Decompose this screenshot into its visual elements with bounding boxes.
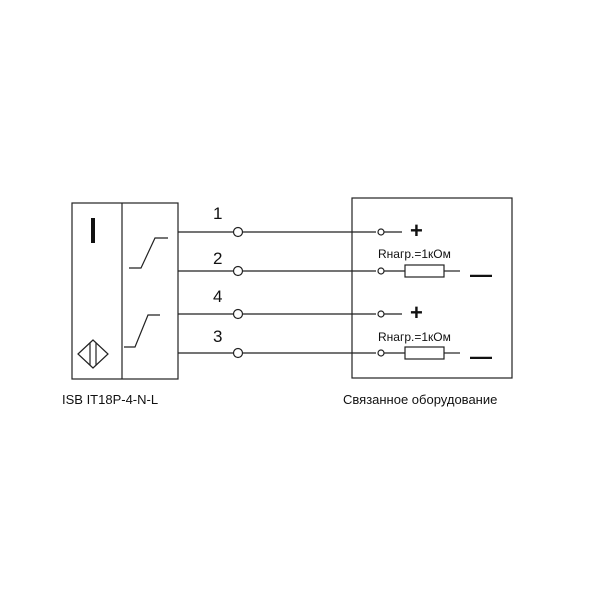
plus-sign-1: + xyxy=(410,218,423,243)
switch-symbol-1 xyxy=(129,237,168,269)
switch-symbol-2 xyxy=(124,314,160,348)
pin-label-4: 4 xyxy=(213,287,223,306)
load-terminals xyxy=(377,228,405,357)
pin-label-2: 2 xyxy=(213,249,223,268)
sensor-model-caption: ISB IT18P-4-N-L xyxy=(62,392,159,407)
pin-label-1: 1 xyxy=(213,204,223,223)
resistor-2 xyxy=(404,346,445,360)
resistor-label-1: Rнагр.=1кОм xyxy=(378,247,451,261)
inductive-sensor-icon xyxy=(77,339,109,369)
pin-label-3: 3 xyxy=(213,327,223,346)
sensor-mark xyxy=(91,218,95,243)
equipment-caption: Связанное оборудование xyxy=(343,392,498,407)
resistor-label-2: Rнагр.=1кОм xyxy=(378,330,451,344)
terminals xyxy=(232,226,244,359)
wires xyxy=(178,231,376,354)
plus-sign-2: + xyxy=(410,300,423,325)
sensor-box xyxy=(71,202,179,380)
minus-sign-2: — xyxy=(470,344,492,369)
resistor-1 xyxy=(404,264,445,278)
minus-sign-1: — xyxy=(470,262,492,287)
equipment-box xyxy=(351,197,513,379)
